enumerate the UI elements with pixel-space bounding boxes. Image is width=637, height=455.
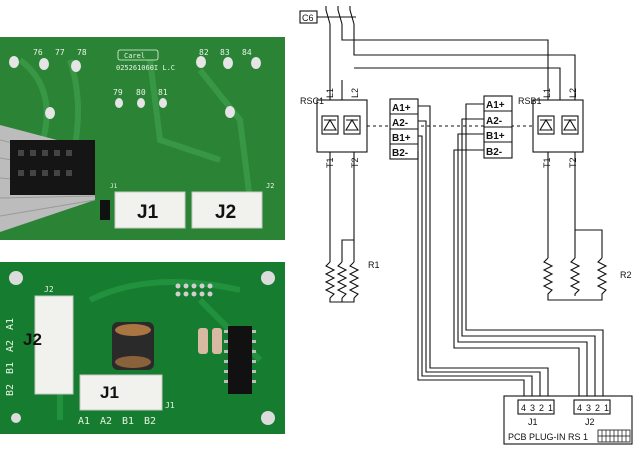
bottom-small-j2: J2 bbox=[44, 285, 54, 294]
contactor-label: C6 bbox=[302, 13, 314, 23]
pin-label-79: 79 bbox=[113, 88, 123, 97]
pin-label-83: 83 bbox=[220, 48, 230, 57]
terminal-block-right bbox=[483, 95, 513, 159]
rsc1-pin-l1: L1 bbox=[325, 88, 335, 98]
top-j1-label: J1 bbox=[137, 202, 159, 223]
bottom-label-b2: B2 bbox=[144, 416, 156, 427]
pcb-plugin-title: PCB PLUG-IN RS 1 bbox=[508, 432, 588, 442]
ribbon-connector bbox=[10, 140, 95, 195]
resistor-r2-label: R2 bbox=[620, 270, 632, 280]
side-label-a1: A1 bbox=[5, 318, 16, 330]
top-connector-j2 bbox=[191, 191, 263, 229]
rsb1-outputs bbox=[547, 152, 603, 258]
tb-left-a2: A2- bbox=[392, 118, 408, 129]
resistor-2 bbox=[212, 328, 222, 354]
rsb1-triac-symbols bbox=[537, 115, 579, 135]
pin-label-77: 77 bbox=[55, 48, 65, 57]
bottom-connector-j1 bbox=[79, 374, 163, 411]
bottom-small-j1: J1 bbox=[165, 401, 175, 410]
resistor-r2 bbox=[542, 257, 608, 301]
top-j2-label: J2 bbox=[215, 202, 236, 223]
tb-right-b2: B2- bbox=[486, 147, 502, 158]
j1-pin-1: 1 bbox=[548, 403, 553, 413]
top-small-j2: J2 bbox=[266, 182, 274, 190]
j1-pin-4: 4 bbox=[521, 403, 526, 413]
tb-right-b1: B1+ bbox=[486, 131, 505, 142]
ic-chip bbox=[228, 326, 252, 394]
resistor-1 bbox=[198, 328, 208, 354]
top-connector-j1 bbox=[114, 191, 186, 229]
photo-top-pcb: 76 77 78 82 83 84 79 80 81 Carel 0252610… bbox=[0, 37, 285, 240]
pin-label-81: 81 bbox=[158, 88, 168, 97]
wires-right-to-j2 bbox=[453, 103, 604, 398]
side-label-a2: A2 bbox=[5, 340, 16, 352]
side-label-b2: B2 bbox=[5, 384, 16, 396]
bottom-label-a1: A1 bbox=[78, 416, 90, 427]
rsc1-pin-l2: L2 bbox=[350, 88, 360, 98]
side-label-b1: B1 bbox=[5, 362, 16, 374]
rsc1-outputs bbox=[329, 152, 355, 262]
schematic: C6 RSC1 L1 L2 T1 T2 RSB bbox=[299, 6, 633, 445]
relay-rsb1-name: RSB1 bbox=[518, 96, 542, 106]
pcb-j2-label: J2 bbox=[585, 417, 595, 427]
terminal-block-left bbox=[389, 98, 419, 160]
pin-header bbox=[175, 283, 213, 297]
pcb-code: 025261060I L.C bbox=[116, 64, 175, 72]
pcb-j1-label: J1 bbox=[528, 417, 538, 427]
photo-bottom-pcb: J2 J2 A1 A2 B1 B2 J1 J1 A1 A2 B1 B2 bbox=[0, 262, 285, 434]
logo-text: Carel bbox=[124, 52, 145, 60]
bottom-label-b1: B1 bbox=[122, 416, 134, 427]
rsb1-pin-t2: T2 bbox=[568, 157, 578, 168]
wires-left-to-j1 bbox=[417, 105, 549, 398]
top-small-j1: J1 bbox=[110, 183, 118, 190]
j1-pin-2: 2 bbox=[539, 403, 544, 413]
tb-left-b1: B1+ bbox=[392, 133, 411, 144]
pin-label-82: 82 bbox=[199, 48, 209, 57]
bottom-j1-label: J1 bbox=[100, 383, 119, 402]
tb-left-a1: A1+ bbox=[392, 103, 411, 114]
pin-label-78: 78 bbox=[77, 48, 87, 57]
rsb1-pin-l1: L1 bbox=[542, 88, 552, 98]
bottom-connector-j2 bbox=[34, 295, 74, 395]
tb-left-b2: B2- bbox=[392, 148, 408, 159]
tb-right-a2: A2- bbox=[486, 116, 502, 127]
pcb-hatch bbox=[597, 429, 631, 443]
pin-label-76: 76 bbox=[33, 48, 43, 57]
resistor-r1 bbox=[324, 261, 360, 303]
resistor-r1-label: R1 bbox=[368, 260, 380, 270]
bottom-label-a2: A2 bbox=[100, 416, 112, 427]
pin-label-84: 84 bbox=[242, 48, 252, 57]
rsc1-triac-symbols bbox=[321, 115, 361, 135]
rsb1-pin-l2: L2 bbox=[568, 88, 578, 98]
pcb-top-pads bbox=[9, 56, 261, 119]
j2-pin-3: 3 bbox=[586, 403, 591, 413]
rsc1-pin-t2: T2 bbox=[350, 157, 360, 168]
j2-pin-4: 4 bbox=[577, 403, 582, 413]
relay-rsc1-name: RSC1 bbox=[300, 96, 324, 106]
j2-pin-2: 2 bbox=[595, 403, 600, 413]
j1-pin-3: 3 bbox=[530, 403, 535, 413]
contactor-switches bbox=[325, 6, 355, 25]
tb-right-a1: A1+ bbox=[486, 100, 505, 111]
pin-label-80: 80 bbox=[136, 88, 146, 97]
bottom-j2-label: J2 bbox=[23, 330, 42, 349]
pcb-j2-connector bbox=[573, 399, 611, 415]
pcb-j1-connector bbox=[517, 399, 555, 415]
j2-pin-1: 1 bbox=[604, 403, 609, 413]
rsb1-pin-t1: T1 bbox=[542, 157, 552, 168]
